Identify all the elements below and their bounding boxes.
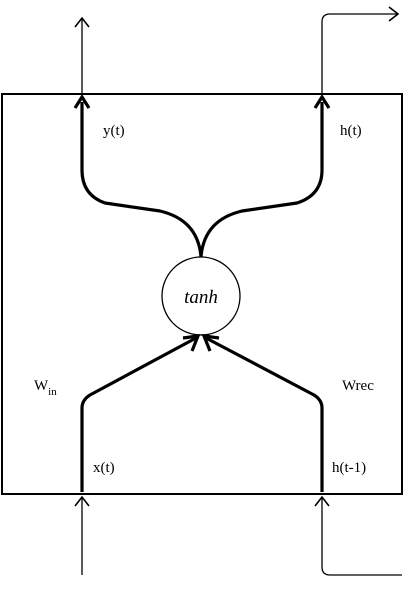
input-x-path [80, 336, 197, 492]
label-input-x: x(t) [93, 460, 115, 476]
output-y-path [80, 102, 203, 258]
output-h-external-line [321, 6, 400, 94]
label-w-in-main: W [34, 378, 49, 394]
output-h-arrowhead [313, 94, 331, 109]
input-h-prev-external-line [314, 495, 402, 576]
output-y-arrowhead [73, 94, 91, 109]
input-x-arrowhead [182, 334, 201, 352]
label-w-in-sub: in [48, 386, 57, 398]
label-w-in: Win [34, 378, 57, 398]
label-output-y: y(t) [103, 123, 125, 139]
tanh-node-label: tanh [184, 287, 218, 308]
label-output-h: h(t) [340, 123, 362, 139]
label-w-rec: Wrec [342, 378, 374, 394]
input-h-prev-path [205, 336, 324, 492]
label-input-h-prev: h(t-1) [332, 460, 366, 476]
input-h-prev-arrowhead [201, 334, 220, 352]
cell-box [1, 93, 403, 495]
output-h-path [199, 102, 324, 258]
